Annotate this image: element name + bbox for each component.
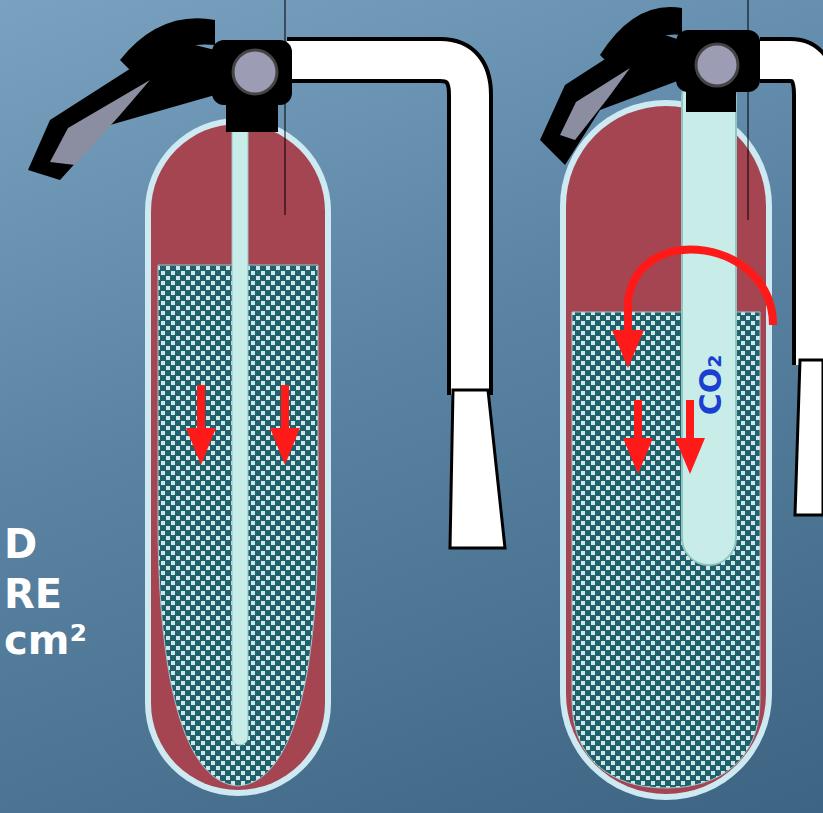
diagram-text: D <box>4 524 37 564</box>
diagram-text: cm² <box>4 620 87 660</box>
diagram-text: RE <box>4 574 62 614</box>
gas-label: CO₂ <box>696 355 726 416</box>
